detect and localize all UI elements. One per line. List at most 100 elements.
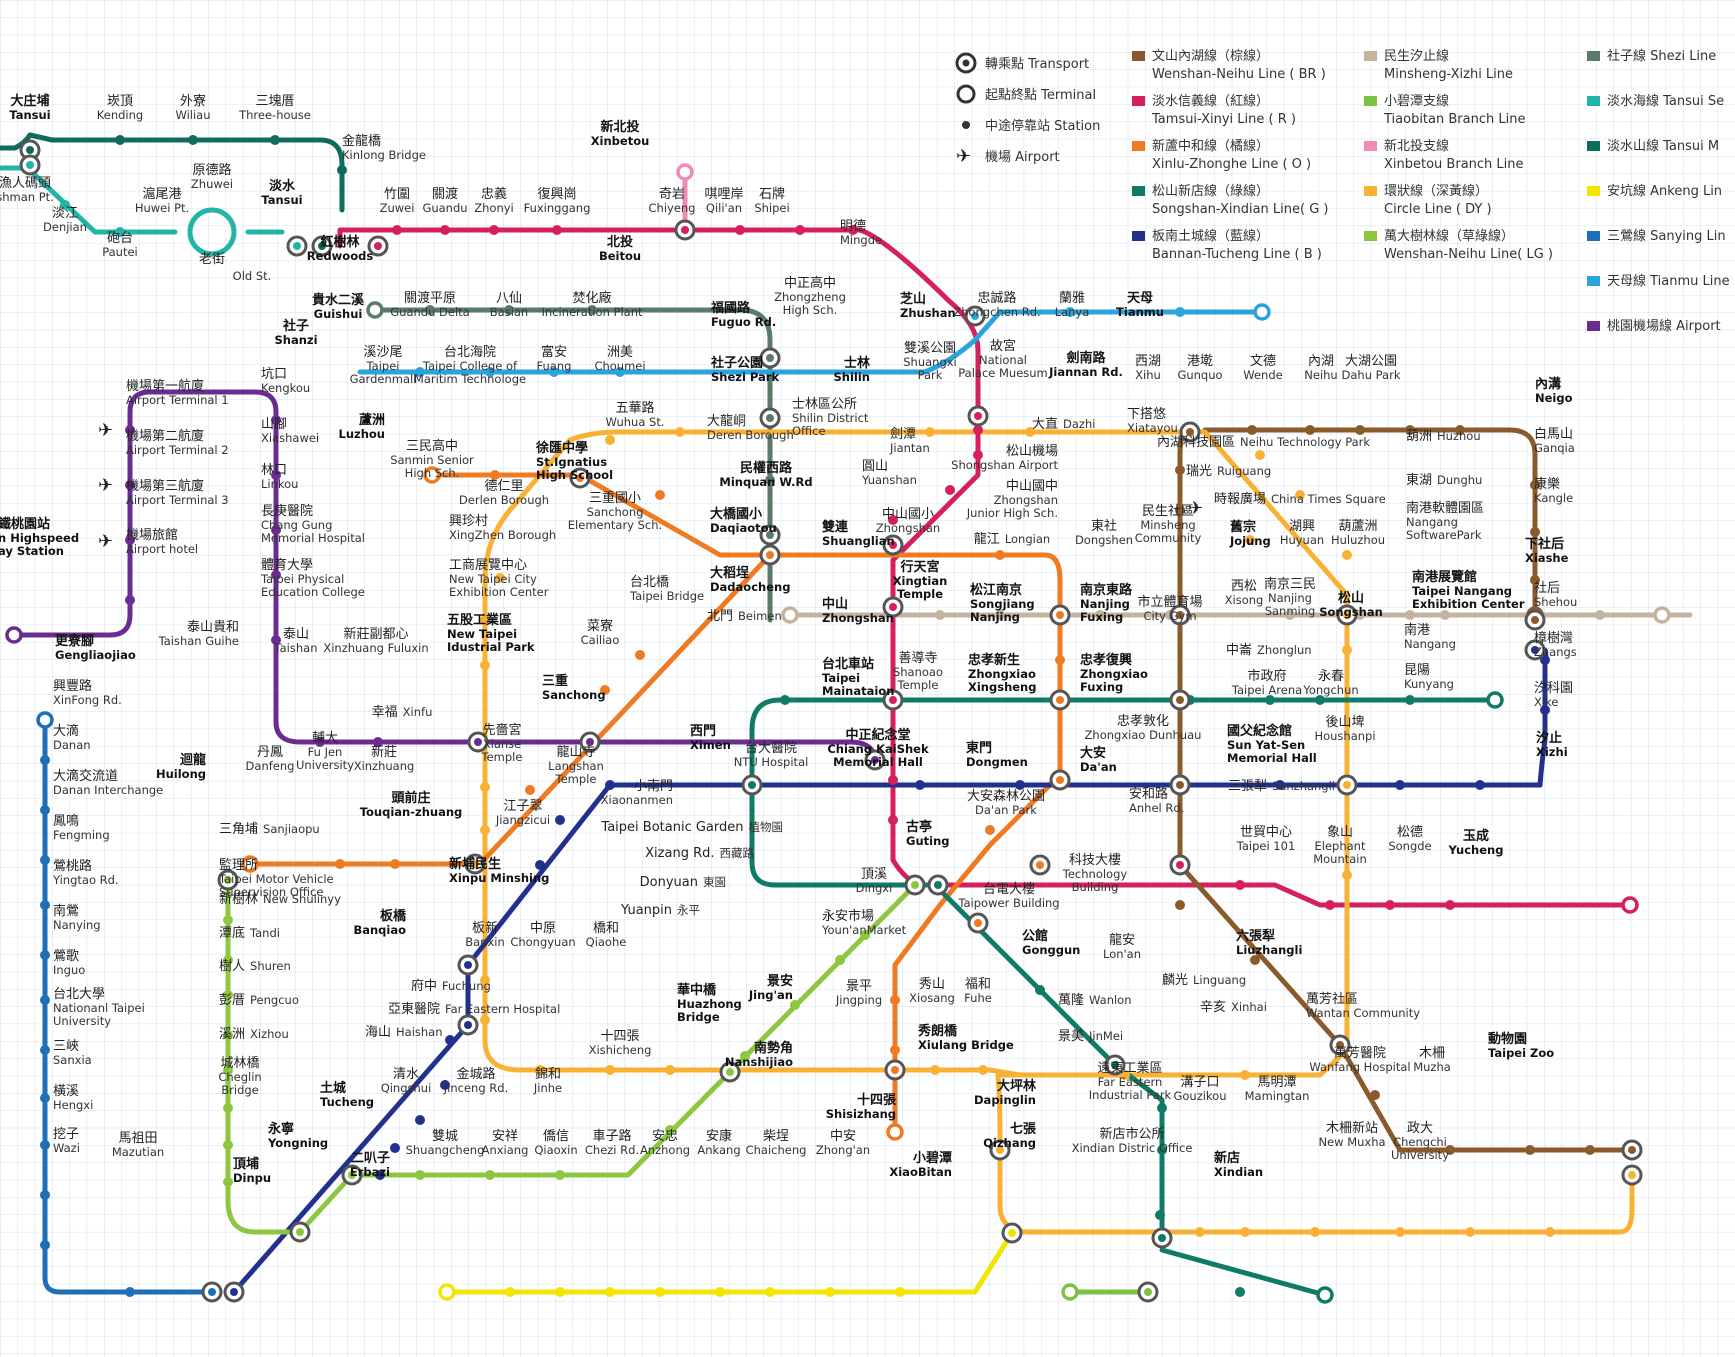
terminal-marker[interactable] xyxy=(438,1283,456,1301)
station-dot[interactable] xyxy=(480,615,490,625)
station-dot[interactable] xyxy=(973,450,983,460)
station-dot[interactable] xyxy=(1175,900,1185,910)
station-dot[interactable] xyxy=(1155,1210,1165,1220)
station-dot[interactable] xyxy=(480,1015,490,1025)
station-dot[interactable] xyxy=(1315,695,1325,705)
station-dot[interactable] xyxy=(1405,610,1415,620)
station-dot[interactable] xyxy=(1240,1070,1250,1080)
station-dot[interactable] xyxy=(375,1170,385,1180)
station-dot[interactable] xyxy=(665,1125,675,1135)
terminal-marker[interactable] xyxy=(1061,1283,1079,1301)
station-dot[interactable] xyxy=(1245,535,1255,545)
station-dot[interactable] xyxy=(1530,480,1540,490)
station-dot[interactable] xyxy=(392,225,402,235)
station-dot[interactable] xyxy=(480,660,490,670)
station-dot[interactable] xyxy=(125,595,135,605)
station-dot[interactable] xyxy=(552,225,562,235)
station-dot[interactable] xyxy=(1540,655,1550,665)
terminal-marker[interactable] xyxy=(886,1123,904,1141)
station-dot[interactable] xyxy=(480,825,490,835)
station-dot[interactable] xyxy=(860,930,870,940)
station-dot[interactable] xyxy=(985,825,995,835)
station-label[interactable]: Xizang Rd.西藏路 xyxy=(645,846,754,861)
station-dot[interactable] xyxy=(600,685,610,695)
station-dot[interactable] xyxy=(1195,1227,1205,1237)
station-dot[interactable] xyxy=(605,780,615,790)
terminal-marker[interactable] xyxy=(1253,303,1271,321)
terminal-marker[interactable] xyxy=(241,855,259,873)
station-dot[interactable] xyxy=(485,1170,495,1180)
station-dot[interactable] xyxy=(1530,575,1540,585)
station-dot[interactable] xyxy=(1370,1090,1380,1100)
station-dot[interactable] xyxy=(270,135,280,145)
station-dot[interactable] xyxy=(790,1000,800,1010)
station-dot[interactable] xyxy=(1395,780,1405,790)
station-dot[interactable] xyxy=(223,1177,233,1187)
station-dot[interactable] xyxy=(1530,527,1540,537)
station-dot[interactable] xyxy=(1055,655,1065,665)
terminal-marker[interactable] xyxy=(1653,606,1671,624)
station-dot[interactable] xyxy=(1305,425,1315,435)
station-dot[interactable] xyxy=(1385,900,1395,910)
station-dot[interactable] xyxy=(1455,425,1465,435)
station-dot[interactable] xyxy=(1475,780,1485,790)
station-dot[interactable] xyxy=(125,425,135,435)
